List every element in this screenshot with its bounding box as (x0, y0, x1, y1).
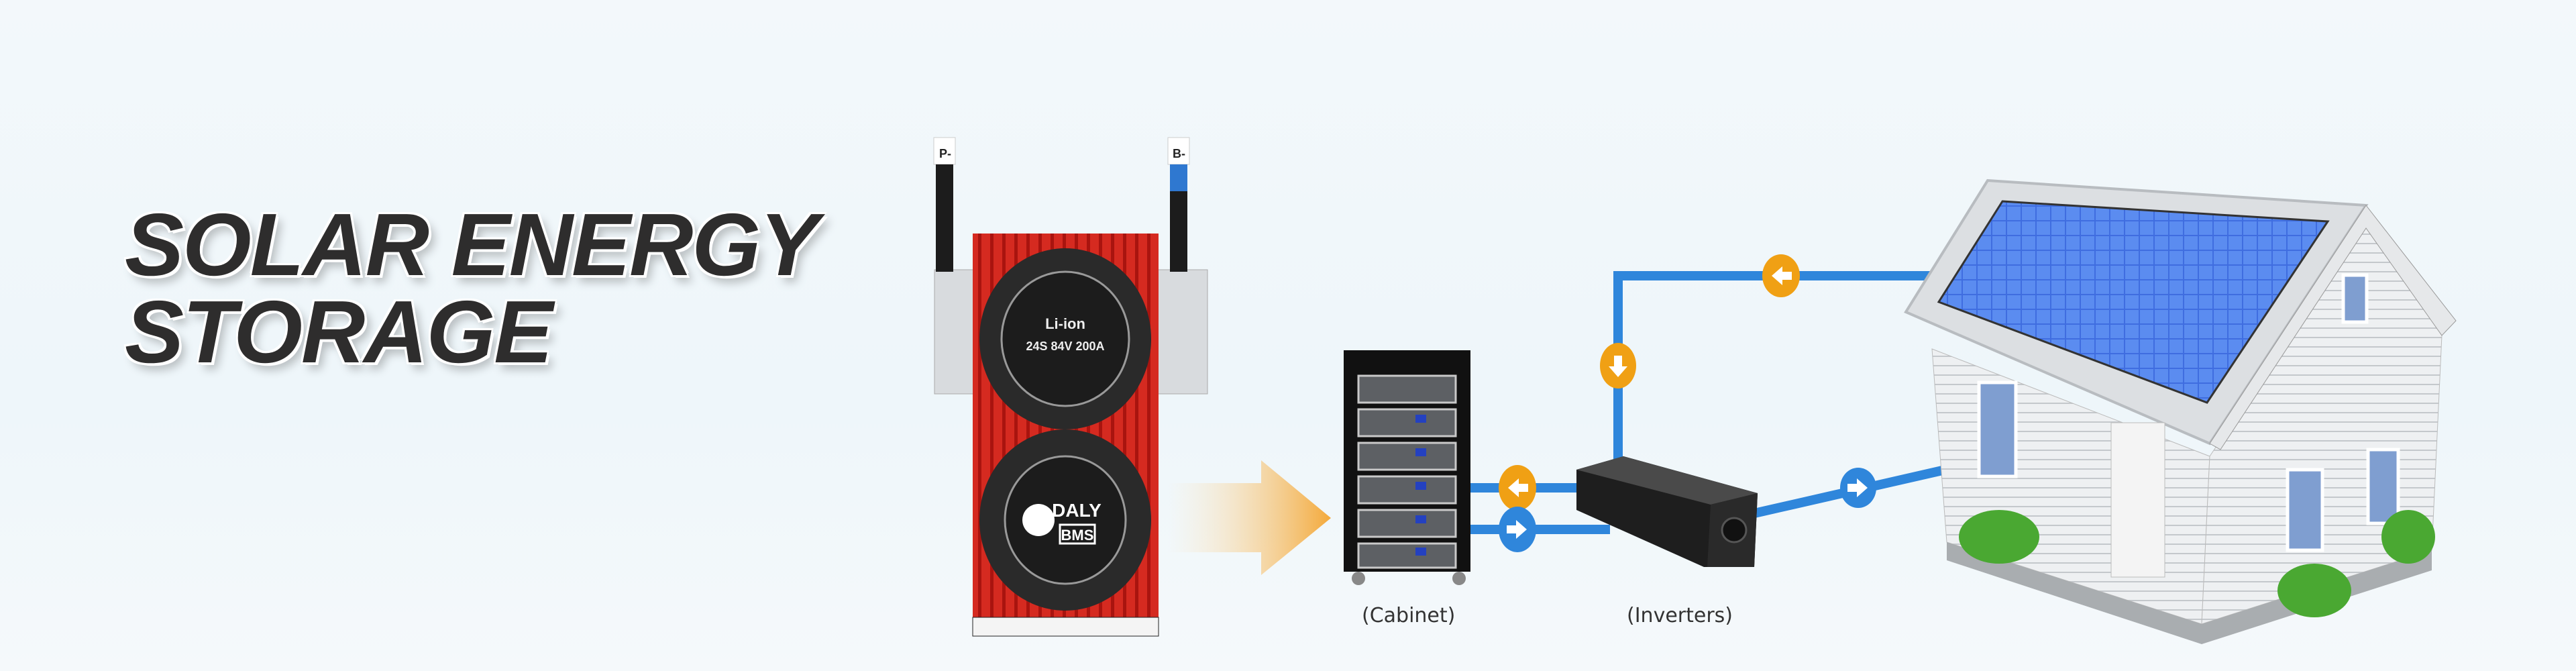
terminal-label-p: P- (939, 147, 951, 160)
title-line-2: STORAGE (125, 282, 553, 381)
flow-indicator-left-cabinet (1499, 465, 1536, 511)
solar-panels (1937, 200, 2330, 404)
page-title: SOLAR ENERGY STORAGE (125, 195, 818, 381)
shrubs (1959, 510, 2435, 617)
flow-indicator-down (1600, 343, 1636, 389)
inverter (1576, 456, 1758, 567)
negative-cable (936, 164, 953, 272)
title-line-1: SOLAR ENERGY (125, 195, 818, 294)
battery-cabinet (1344, 350, 1470, 585)
bms-spec-rating: 24S 84V 200A (1026, 340, 1104, 353)
house-window (2341, 273, 2369, 324)
house (1904, 178, 2457, 644)
cabinet-label: (Cabinet) (1362, 604, 1456, 627)
house-window (1977, 380, 2018, 478)
bms-fan-bottom: DALY BMS (979, 429, 1151, 611)
bms-brand: DALY (1052, 500, 1102, 521)
house-window (2286, 468, 2324, 552)
terminal-label-b: B- (1173, 147, 1185, 160)
flow-indicator-right-cabinet (1499, 507, 1536, 552)
daly-logo-icon (1022, 504, 1055, 536)
inverters-label: (Inverters) (1627, 604, 1733, 627)
bms-unit: P- B- Li-ion 24S 84V 200A DALY BMS (933, 137, 1208, 637)
flow-indicator-left-solar (1762, 254, 1800, 297)
flow-arrow-large (1167, 460, 1331, 575)
flow-indicator-right-house (1840, 468, 1876, 508)
bms-fan-top: Li-ion 24S 84V 200A (979, 248, 1151, 429)
bms-product: BMS (1061, 527, 1094, 544)
bms-mount-plate-right (1152, 269, 1208, 395)
positive-cable (1170, 191, 1187, 272)
house-door (2110, 422, 2165, 578)
bms-spec-chemistry: Li-ion (1045, 315, 1085, 332)
house-window (2366, 448, 2400, 525)
